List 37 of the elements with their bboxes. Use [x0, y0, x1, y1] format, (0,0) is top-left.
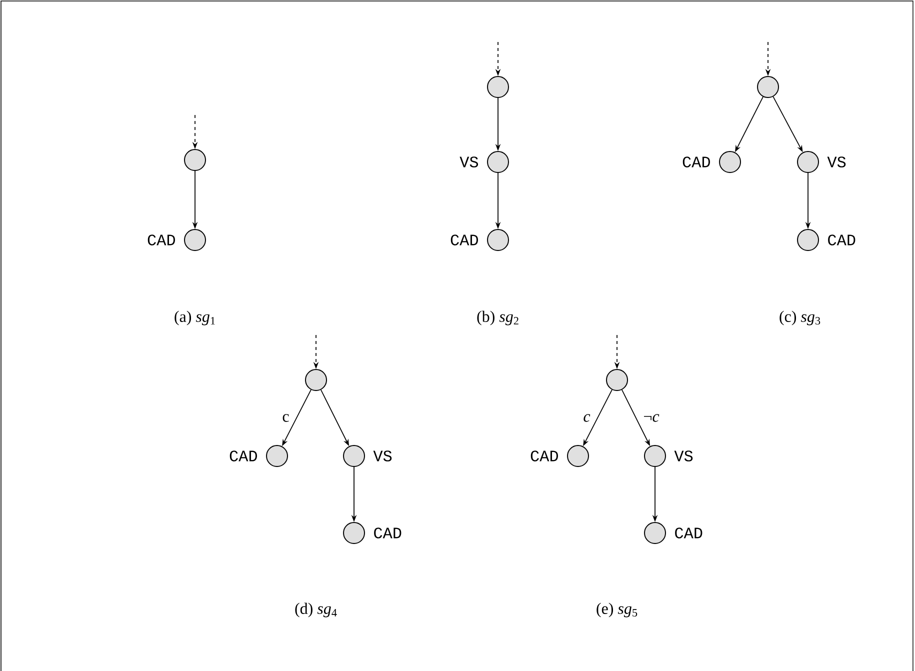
subfigure-caption: (c) sg$_{3}$	[780, 310, 820, 326]
edge-label: c	[281, 413, 290, 423]
node-label: VS	[460, 156, 478, 168]
circle-node	[184, 229, 206, 251]
edge-label: c	[582, 413, 592, 423]
node-label: CAD	[450, 234, 478, 246]
node-label: VS	[827, 156, 846, 168]
circle-node	[487, 76, 509, 98]
circle-node	[719, 151, 741, 173]
edge-label: ¬c	[642, 413, 660, 423]
circle-node	[343, 522, 365, 544]
circle-node	[266, 445, 288, 467]
node-label: VS	[373, 450, 392, 462]
node-label: CAD	[374, 528, 402, 538]
circle-node	[757, 76, 779, 98]
circle-node	[567, 445, 589, 467]
subfigure-caption: (b) sg$_{2}$	[477, 310, 518, 326]
circle-node	[184, 149, 206, 171]
subfigure-caption: (e) sg$_{5}$	[596, 602, 638, 618]
circle-node	[797, 229, 819, 251]
node-label: CAD	[675, 528, 702, 538]
circle-node	[606, 369, 628, 391]
node-label: CAD	[682, 156, 710, 168]
circle-node	[797, 151, 819, 173]
subfigure-caption: (d) sg$_{4}$	[295, 602, 337, 618]
circle-node	[305, 369, 327, 391]
node-label: CAD	[230, 450, 257, 462]
circle-node	[343, 445, 365, 467]
node-label: CAD	[828, 234, 856, 246]
node-label: CAD	[530, 450, 558, 462]
subfigure-caption: (a) sg$_{1}$	[174, 310, 215, 326]
circle-node	[644, 522, 666, 544]
circle-node	[487, 151, 509, 173]
node-label: VS	[674, 450, 693, 462]
node-label: CAD	[148, 234, 175, 246]
circle-node	[487, 229, 509, 251]
circle-node	[644, 445, 666, 467]
